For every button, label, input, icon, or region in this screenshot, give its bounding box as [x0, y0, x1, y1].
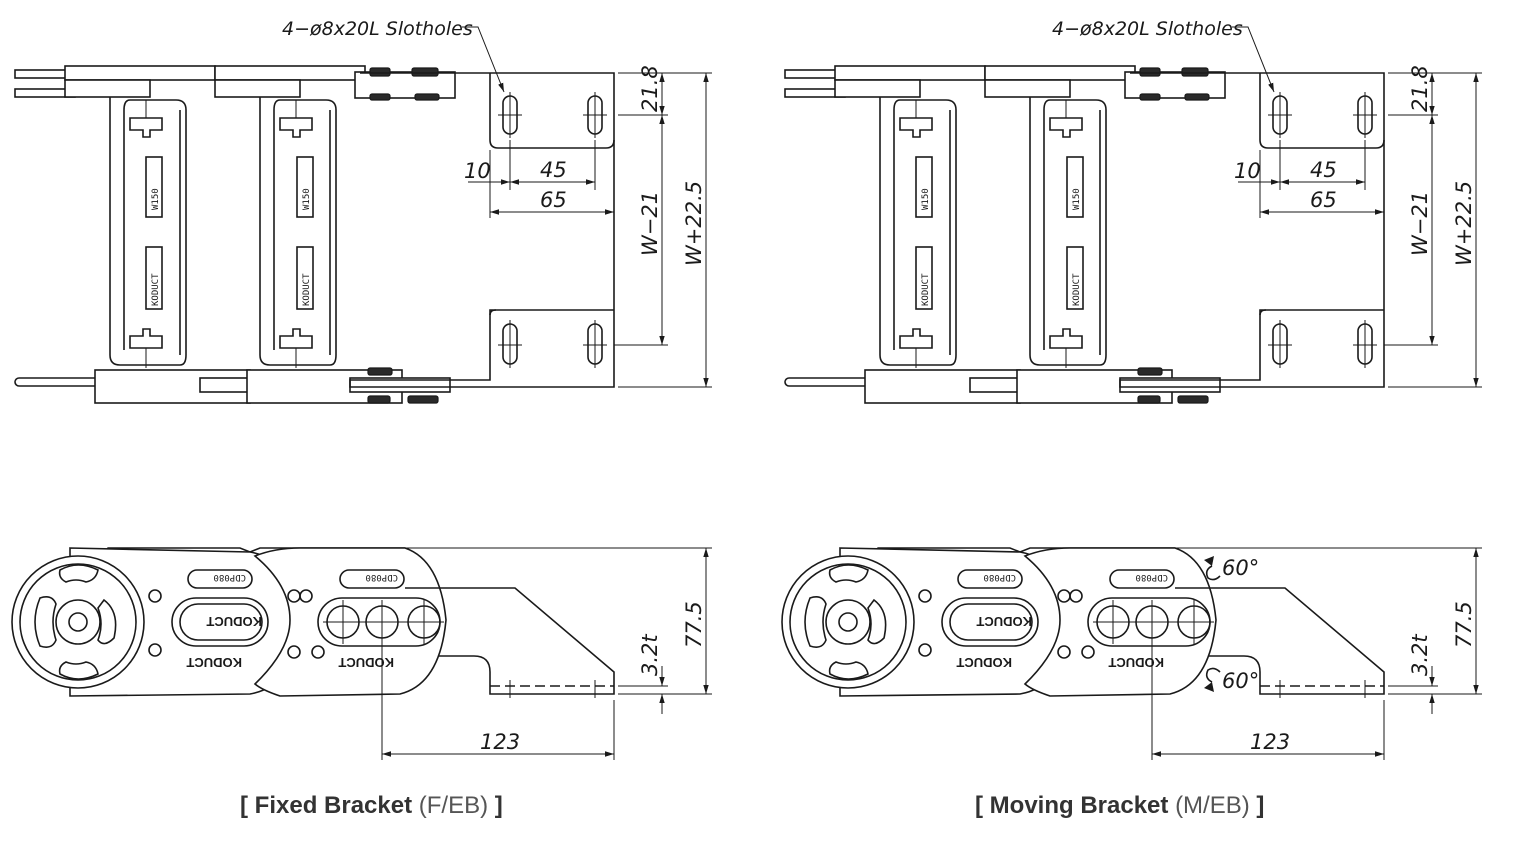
dim-slot-pitch: 45 — [540, 158, 567, 182]
chain-size-mark: W150 — [1072, 188, 1082, 210]
slothole-note: 4−ø8x20L Slotholes — [282, 18, 473, 40]
chain-logo: KODUCT — [338, 655, 394, 670]
dim-slot-offset: 10 — [1234, 159, 1261, 183]
chain-brand-mark: KODUCT — [151, 273, 161, 306]
angle-bottom: 60° — [1222, 669, 1259, 693]
angle-top: 60° — [1222, 556, 1259, 580]
chain-model-mark: CDP080 — [365, 572, 398, 582]
dim-inner: W−21 — [638, 191, 662, 256]
chain-logo: KODUCT — [186, 655, 242, 670]
rotation-arrowhead-icon — [1204, 556, 1214, 566]
fixed-bracket-caption: [ Fixed Bracket (F/EB) ] — [240, 792, 503, 820]
chain-model-mark: CDP080 — [1135, 572, 1168, 582]
fixed-bracket-top-view: 4−ø8x20L Slotholes 10 45 65 21.8 W−21 W+… — [15, 18, 712, 403]
caption-code: (M/EB) — [1175, 792, 1250, 819]
dim-outer: W+22.5 — [1452, 181, 1476, 266]
chain-logo: KODUCT — [1108, 655, 1164, 670]
chain-size-mark: W150 — [921, 188, 931, 210]
moving-bracket-top-view: 4−ø8x20L Slotholes 10 45 65 21.8 W−21 W+… — [785, 18, 1482, 403]
rotation-arrow-icon — [1205, 565, 1221, 581]
dim-height: 77.5 — [1452, 601, 1476, 648]
rotation-arrowhead-icon — [1204, 682, 1214, 692]
dim-top-offset: 21.8 — [638, 65, 662, 112]
dim-bracket-width: 65 — [1310, 188, 1337, 212]
caption-close-bracket: ] — [494, 792, 503, 819]
dim-length: 123 — [480, 730, 520, 754]
chain-size-mark: W150 — [151, 188, 161, 210]
chain-size-mark: W150 — [302, 188, 312, 210]
caption-code: (F/EB) — [418, 792, 489, 819]
chain-logo: KODUCT — [976, 614, 1032, 629]
rotation-arrow-icon — [1205, 667, 1221, 683]
dim-outer: W+22.5 — [682, 181, 706, 266]
dim-height: 77.5 — [682, 601, 706, 648]
fixed-bracket-side-view: CDP080 CDP080 KODUCT KODUCT KODUCT 77.5 … — [12, 548, 712, 760]
dim-slot-offset: 10 — [464, 159, 491, 183]
dim-thickness: 3.2t — [1408, 634, 1432, 676]
caption-title: Fixed Bracket — [254, 792, 413, 819]
chain-model-mark: CDP080 — [983, 572, 1016, 582]
slothole-note: 4−ø8x20L Slotholes — [1052, 18, 1243, 40]
chain-brand-mark: KODUCT — [1072, 273, 1082, 306]
moving-bracket-side-view: CDP080 CDP080 KODUCT KODUCT KODUCT 77.5 … — [782, 548, 1482, 760]
dim-bracket-width: 65 — [540, 188, 567, 212]
caption-open-bracket: [ — [240, 792, 248, 819]
chain-model-mark: CDP080 — [213, 572, 246, 582]
chain-logo: KODUCT — [956, 655, 1012, 670]
caption-open-bracket: [ — [975, 792, 983, 819]
moving-bracket-caption: [ Moving Bracket (M/EB) ] — [975, 792, 1264, 820]
chain-logo: KODUCT — [206, 614, 262, 629]
caption-title: Moving Bracket — [989, 792, 1169, 819]
dim-top-offset: 21.8 — [1408, 65, 1432, 112]
dim-slot-pitch: 45 — [1310, 158, 1337, 182]
caption-close-bracket: ] — [1256, 792, 1265, 819]
dim-thickness: 3.2t — [638, 634, 662, 676]
chain-brand-mark: KODUCT — [921, 273, 931, 306]
dim-length: 123 — [1250, 730, 1290, 754]
dim-inner: W−21 — [1408, 191, 1432, 256]
chain-brand-mark: KODUCT — [302, 273, 312, 306]
